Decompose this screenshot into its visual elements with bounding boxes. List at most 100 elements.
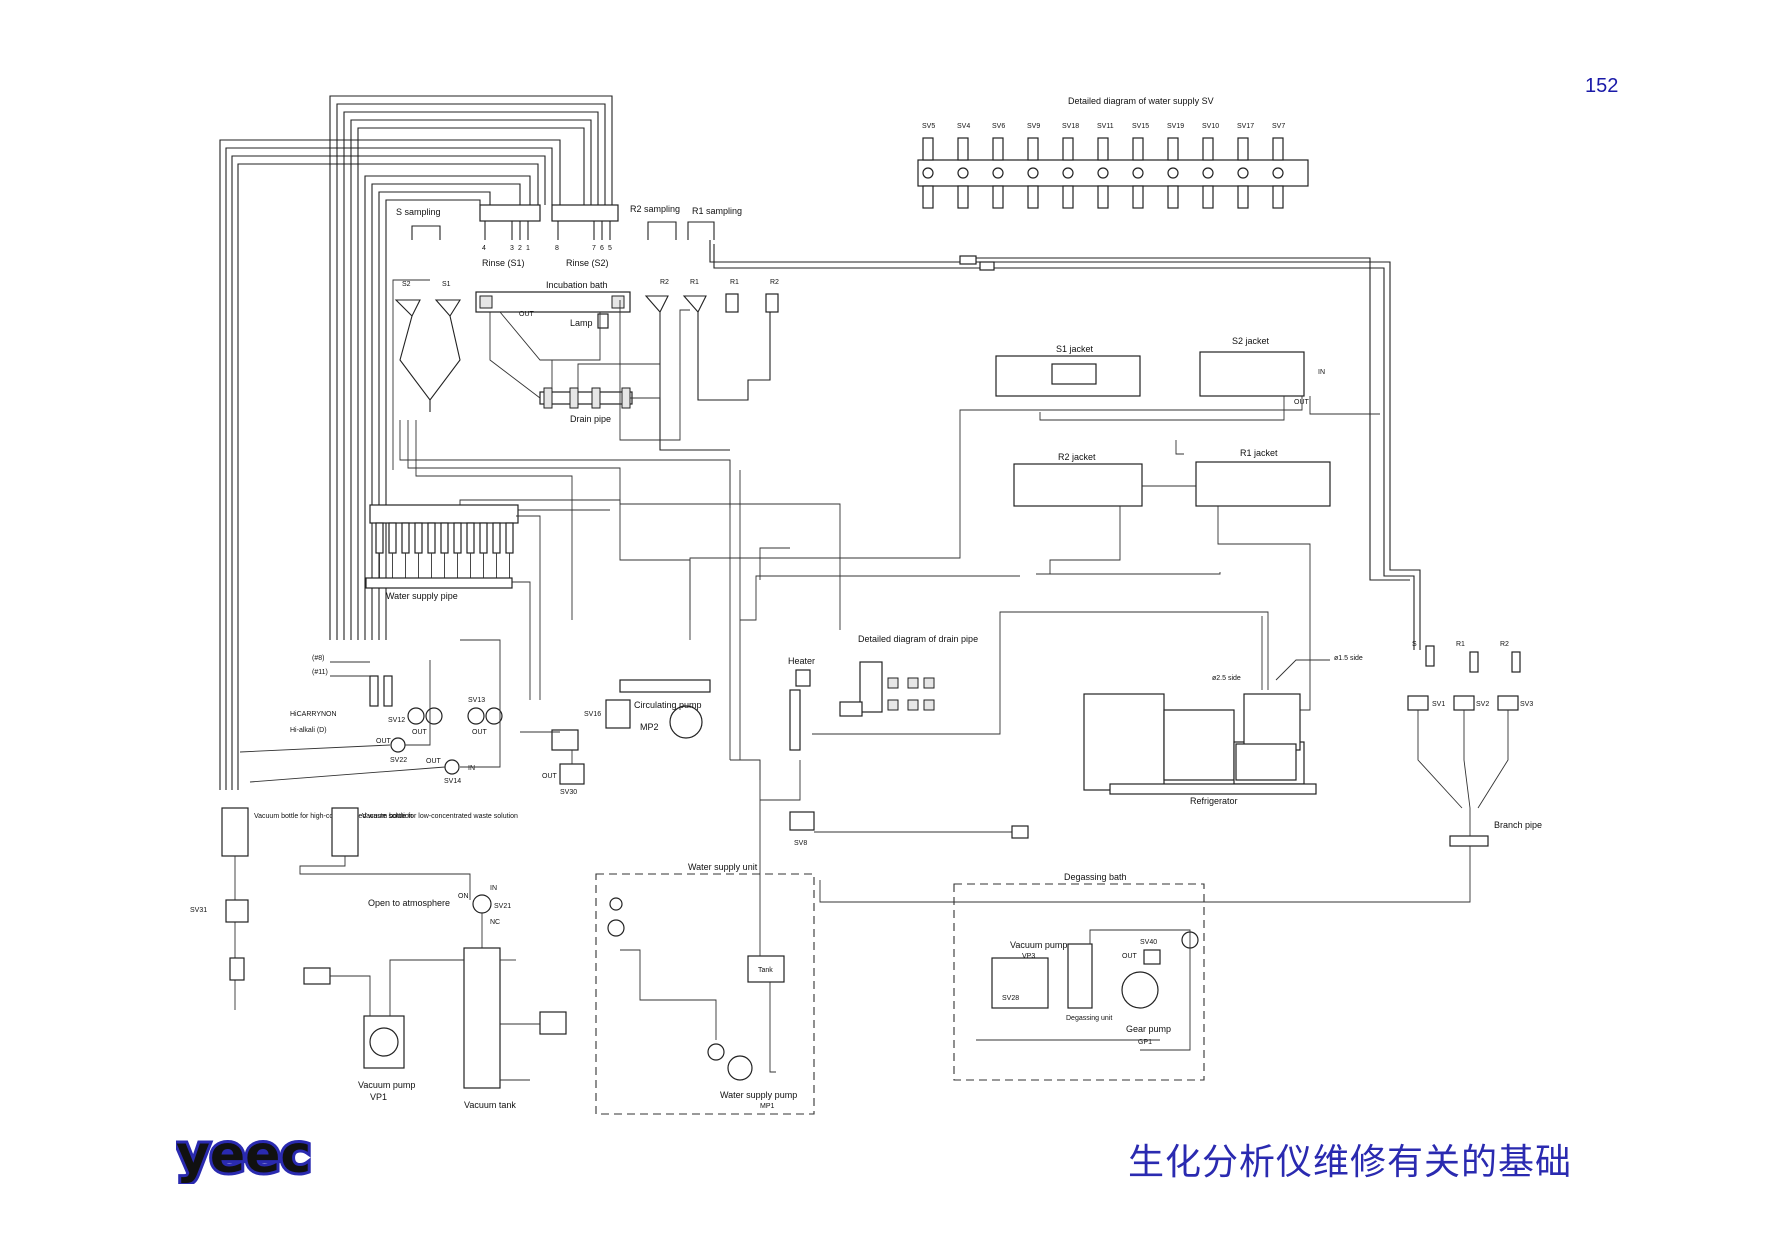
- refrigerator: Refrigerator ø2.5 side ø1.5 side: [812, 611, 1363, 806]
- vacuum-tank: Vacuum tank: [463, 947, 567, 1110]
- in-label-c: IN: [1318, 369, 1325, 376]
- rinse-port-6: 6: [600, 245, 604, 252]
- water-supply-valve: [453, 522, 462, 554]
- water-supply-pipe-label: Water supply pipe: [386, 591, 458, 601]
- sv-item-label: SV11: [1097, 123, 1114, 130]
- yeec-logo: yeec yeec: [173, 1122, 336, 1189]
- sv28-label: SV28: [1002, 995, 1019, 1002]
- r1-jacket: R1 jacket: [1195, 448, 1331, 507]
- rinse-s2-label: Rinse (S2): [566, 258, 609, 268]
- sv40-label: SV40: [1140, 939, 1157, 946]
- sv22-label: SV22: [390, 757, 407, 764]
- sv1-label: SV1: [1432, 701, 1445, 708]
- r2-jacket: R2 jacket: [1013, 452, 1143, 507]
- water-supply-pump-label: Water supply pump: [720, 1090, 797, 1100]
- page-number: 152: [1585, 75, 1619, 97]
- sv-item-label: SV6: [992, 123, 1005, 130]
- sv3-label: SV3: [1520, 701, 1533, 708]
- r2-sampling-label: R2 sampling: [630, 204, 680, 214]
- s2-jacket-label: S2 jacket: [1232, 336, 1270, 346]
- sv21-valve: Open to atmosphere ON IN SV21 NC: [368, 885, 511, 948]
- water-supply-valve: [401, 522, 410, 554]
- sv-item-top: [957, 137, 969, 161]
- circulating-pump: Circulating pump MP2 SV16 OUT SV30: [520, 679, 761, 796]
- sv-item-bottom: [1202, 185, 1214, 209]
- water-supply-valve: [427, 522, 436, 554]
- gear-pump-label: Gear pump: [1126, 1024, 1171, 1034]
- branch-pipe-label: Branch pipe: [1494, 820, 1542, 830]
- open-atmosphere-label: Open to atmosphere: [368, 898, 450, 908]
- mp1-label: MP1: [760, 1103, 775, 1110]
- vacuum-pump-vp3-label: Vacuum pump: [1010, 940, 1067, 950]
- water-supply-pipe: Water supply pipe: [365, 504, 541, 700]
- rinse-port-1: 1: [526, 245, 530, 252]
- water-supply-unit-label: Water supply unit: [688, 862, 758, 872]
- rinse-port-5: 5: [608, 245, 612, 252]
- s2-jacket: S2 jacket IN OUT: [1199, 336, 1325, 406]
- sv-item-port: [1027, 167, 1039, 179]
- drain-pipe-label: Drain pipe: [570, 414, 611, 424]
- vp3-label: VP3: [1022, 953, 1035, 960]
- s1-jacket-label: S1 jacket: [1056, 344, 1094, 354]
- footer-title: 生化分析仪维修有关的基础: [1128, 1142, 1573, 1183]
- drain-pipe: Drain pipe: [489, 311, 661, 424]
- incubation-bath: Incubation bath OUT Lamp: [475, 280, 631, 329]
- refrigerator-label: Refrigerator: [1190, 796, 1238, 806]
- rinse-port-7: 7: [592, 245, 596, 252]
- sv-item-top: [1272, 137, 1284, 161]
- sv-item-top: [992, 137, 1004, 161]
- logo-mark: yeec yeec: [173, 1122, 314, 1188]
- in-label-b: IN: [490, 885, 497, 892]
- in-label-a: IN: [468, 765, 475, 772]
- water-supply-valve: [388, 522, 397, 554]
- probe-r1-label: R1: [690, 279, 699, 286]
- probe-r2b-label: R2: [770, 279, 779, 286]
- sv-item-label: SV19: [1167, 123, 1184, 130]
- out-label-b: OUT: [472, 729, 488, 736]
- e11-label: (#11): [312, 669, 328, 676]
- sv12-label: SV12: [388, 717, 405, 724]
- sv13-label: SV13: [468, 697, 485, 704]
- tank-label: Tank: [758, 967, 773, 974]
- sv-item-bottom: [1132, 185, 1144, 209]
- water-supply-valve: [505, 522, 514, 554]
- probe-s1-label: S1: [442, 281, 451, 288]
- sv-item-top: [1062, 137, 1074, 161]
- gp1-label: GP1: [1138, 1039, 1152, 1046]
- rinse-s1-label: Rinse (S1): [482, 258, 525, 268]
- sv-item-top: [1202, 137, 1214, 161]
- logo-text-fill: yeec: [176, 1130, 311, 1184]
- sv-item-bottom: [1272, 185, 1284, 209]
- sv-item-label: SV10: [1202, 123, 1219, 130]
- vacuum-pump-vp1: Vacuum pump VP1: [303, 959, 464, 1102]
- probe-s2-label: S2: [402, 281, 411, 288]
- rinse-port-3: 3: [510, 245, 514, 252]
- on-label: ON: [458, 893, 469, 900]
- sv16-label: SV16: [584, 711, 601, 718]
- probes: S2 S1 R2 R1 R1 R2: [394, 279, 779, 451]
- rinse-port-8: 8: [555, 245, 559, 252]
- sv-item-bottom: [1062, 185, 1074, 209]
- sv30-label: SV30: [560, 789, 577, 796]
- r1-jacket-label: R1 jacket: [1240, 448, 1278, 458]
- s-sampling: S sampling: [396, 207, 441, 240]
- branch-r2-label: R2: [1500, 641, 1509, 648]
- sv-detail-title: Detailed diagram of water supply SV: [1068, 96, 1214, 106]
- r2-sampling: R2 sampling: [630, 204, 680, 240]
- drain-detail: Detailed diagram of drain pipe: [839, 634, 978, 717]
- branch-r1-label: R1: [1456, 641, 1465, 648]
- sv-item-top: [1132, 137, 1144, 161]
- sv-item-bottom: [1237, 185, 1249, 209]
- sv-item-port: [1237, 167, 1249, 179]
- logo-text: yeec: [176, 1130, 311, 1184]
- water-supply-valve: [440, 522, 449, 554]
- heater-label: Heater: [788, 656, 815, 666]
- sv-item-label: SV9: [1027, 123, 1040, 130]
- lamp-label: Lamp: [570, 318, 593, 328]
- water-supply-valve: [479, 522, 488, 554]
- out-label-e: OUT: [542, 773, 558, 780]
- vacuum-pump-vp1-label: Vacuum pump: [358, 1080, 415, 1090]
- sv-manifold: [917, 159, 1309, 187]
